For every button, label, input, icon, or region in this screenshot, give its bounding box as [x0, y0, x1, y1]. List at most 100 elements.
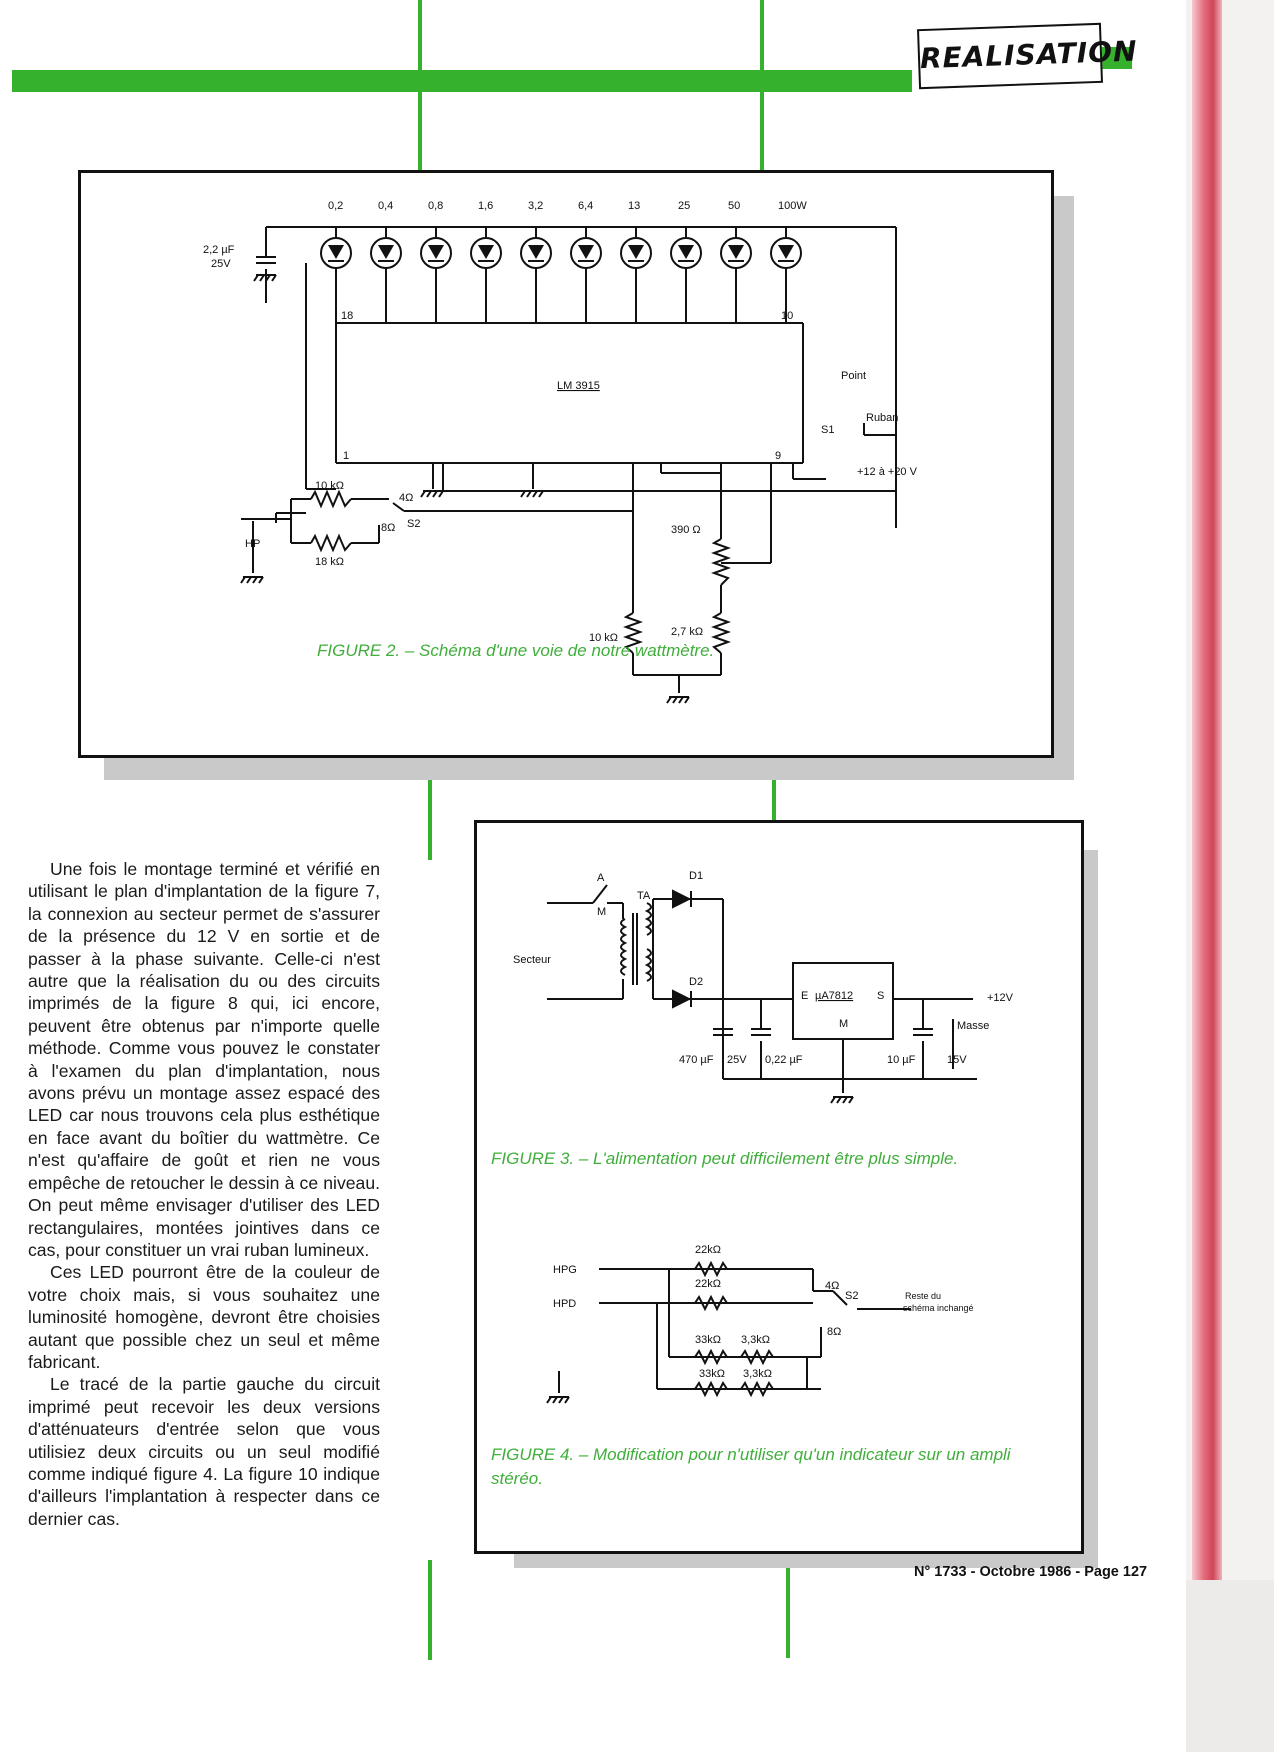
label-pin10: 10 — [781, 310, 793, 322]
led-4: 1,6 — [470, 200, 502, 323]
figure-3-schematic: A M TA D1 D2 Secteur E S M µA7812 +12V M… — [513, 870, 1014, 1404]
label-note2: schéma inchangé — [903, 1303, 974, 1313]
figure-3-caption: FIGURE 3. – L'alimentation peut difficil… — [491, 1149, 959, 1168]
led-label: 25 — [678, 200, 690, 212]
label-c2: 0,22 µF — [765, 1054, 803, 1066]
paragraph: Le tracé de la partie gauche du circuit … — [28, 1374, 380, 1529]
label-hpd: HPD — [553, 1298, 576, 1310]
label-mm: M — [839, 1018, 848, 1030]
label-o8: 8Ω — [827, 1326, 841, 1338]
label-r22a: 22kΩ — [695, 1244, 721, 1256]
label-s2: S2 — [407, 518, 420, 530]
label-note1: Reste du — [905, 1291, 941, 1301]
ground-icon — [253, 274, 277, 282]
ground-icon — [830, 1096, 854, 1104]
led-label: 0,2 — [328, 200, 343, 212]
section-tag: REALISATION — [917, 22, 1138, 90]
label-s1: S1 — [821, 424, 834, 436]
label-secteur: Secteur — [513, 954, 551, 966]
label-a: A — [597, 872, 605, 884]
label-4ohm: 4Ω — [399, 492, 413, 504]
label-ic: LM 3915 — [557, 380, 600, 392]
label-r22b: 22kΩ — [695, 1278, 721, 1290]
label-c1v: 25V — [727, 1054, 747, 1066]
label-c3v: 15V — [947, 1054, 967, 1066]
figure-2: 0,2 0,4 0,8 1,6 3,2 6,4 13 25 50 100W Point S1 Ru… — [78, 170, 1054, 758]
green-rule — [760, 0, 764, 170]
led-label: 0,8 — [428, 200, 443, 212]
green-rule — [772, 752, 776, 826]
label-r27k: 2,7 kΩ — [671, 626, 703, 638]
label-masse: Masse — [957, 1020, 989, 1032]
label-ta: TA — [637, 890, 651, 902]
label-r18k: 18 kΩ — [315, 556, 344, 568]
led-7: 13 — [620, 200, 652, 323]
article-body: Une fois le montage terminé et vérifié e… — [28, 858, 380, 1530]
led-3: 0,8 — [420, 200, 452, 323]
label-r33kb: 3,3kΩ — [743, 1368, 772, 1380]
led-label: 0,4 — [378, 200, 393, 212]
label-c1: 470 µF — [679, 1054, 714, 1066]
green-rule — [418, 0, 422, 170]
ground-icon — [240, 576, 264, 584]
led-label: 3,2 — [528, 200, 543, 212]
ground-icon — [520, 490, 544, 498]
label-r10kdiv: 10 kΩ — [589, 632, 618, 644]
label-pin18: 18 — [341, 310, 353, 322]
led-label: 50 — [728, 200, 740, 212]
led-9: 50 — [720, 200, 752, 323]
label-c3: 10 µF — [887, 1054, 916, 1066]
label-fig4-s2: S2 — [845, 1290, 858, 1302]
label-ruban: Ruban — [866, 412, 898, 424]
svg-text:+12 à +20 V: +12 à +20 V — [857, 466, 918, 478]
label-o4: 4Ω — [825, 1280, 839, 1292]
label-hpg: HPG — [553, 1264, 577, 1276]
green-rule — [428, 760, 432, 860]
label-r33a: 33kΩ — [695, 1334, 721, 1346]
led-label: 1,6 — [478, 200, 493, 212]
label-out: +12V — [987, 992, 1014, 1004]
svg-text:Point: Point — [841, 370, 866, 382]
page-edge — [1186, 0, 1274, 1752]
led-2: 0,4 — [370, 200, 402, 323]
led-label: 100W — [778, 200, 807, 212]
page-footer: N° 1733 - Octobre 1986 - Page 127 — [914, 1564, 1148, 1580]
label-m: M — [597, 906, 606, 918]
led-label: 13 — [628, 200, 640, 212]
figure-3-4: A M TA D1 D2 Secteur E S M µA7812 +12V M… — [474, 820, 1084, 1554]
green-rule — [786, 1548, 790, 1658]
label-cap: 2,2 µF — [203, 244, 235, 256]
led-6: 6,4 — [570, 200, 602, 323]
label-r33b: 33kΩ — [699, 1368, 725, 1380]
paragraph: Ces LED pourront être de la couleur de v… — [28, 1262, 380, 1372]
green-rule — [428, 1560, 432, 1660]
header-rule — [12, 70, 912, 92]
label-s: S — [877, 990, 884, 1002]
paragraph: Une fois le montage terminé et vérifié e… — [28, 859, 380, 1260]
ground-icon — [546, 1396, 570, 1404]
label-d1: D1 — [689, 870, 703, 882]
label-cap-v: 25V — [211, 258, 231, 270]
label-e: E — [801, 990, 808, 1002]
label-hp: HP — [245, 538, 260, 550]
figure-2-caption: FIGURE 2. – Schéma d'une voie de notre w… — [317, 641, 715, 660]
header-rule-right — [1100, 47, 1132, 69]
led-10: 100W — [770, 200, 807, 323]
figure-4-caption: FIGURE 4. – Modification pour n'utiliser… — [491, 1445, 1011, 1488]
led-label: 6,4 — [578, 200, 593, 212]
ground-icon — [666, 696, 690, 704]
label-r390: 390 Ω — [671, 524, 701, 536]
label-8ohm: 8Ω — [381, 522, 395, 534]
label-d2: D2 — [689, 976, 703, 988]
led-5: 3,2 — [520, 200, 552, 323]
ground-icon — [420, 490, 444, 498]
label-regulator: µA7812 — [815, 990, 853, 1002]
figure-4-schematic — [558, 1260, 911, 1398]
label-pin9: 9 — [775, 450, 781, 462]
led-8: 25 — [670, 200, 702, 323]
figure-2-schematic: 0,2 0,4 0,8 1,6 3,2 6,4 13 25 50 100W Point S1 Ru… — [203, 200, 918, 704]
label-r33ka: 3,3kΩ — [741, 1334, 770, 1346]
label-r10k: 10 kΩ — [315, 480, 344, 492]
led-1: 0,2 — [320, 200, 352, 323]
label-pin1: 1 — [343, 450, 349, 462]
